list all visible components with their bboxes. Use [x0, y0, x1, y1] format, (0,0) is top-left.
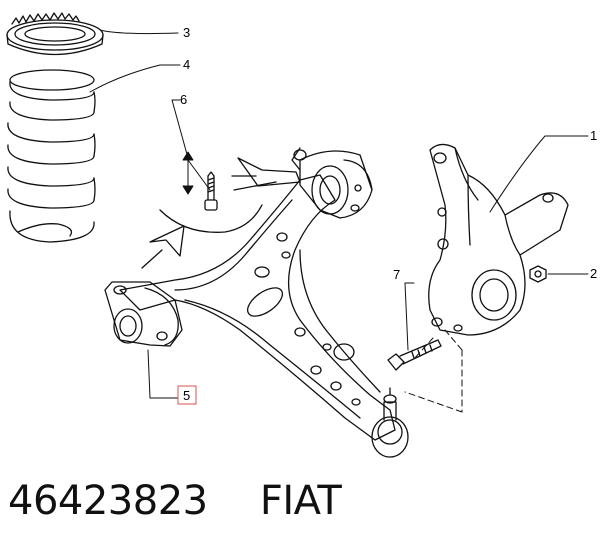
steering-knuckle-part-1 [428, 143, 569, 336]
callout-4: 4 [183, 57, 190, 72]
coil-spring-part [7, 69, 96, 243]
callout-1: 1 [590, 128, 597, 143]
front-bushing-part-5 [104, 281, 183, 347]
spring-seat-part [6, 12, 104, 56]
rear-bushing [299, 150, 373, 219]
callout-3: 3 [183, 25, 190, 40]
suspension-exploded-diagram: 3 4 6 1 2 7 5 [6, 12, 597, 458]
detail-arrows [141, 157, 301, 269]
lower-control-arm [119, 147, 396, 441]
ball-joint [371, 387, 409, 458]
callout-6: 6 [180, 92, 187, 107]
part-caption: 46423823 FIAT [8, 478, 342, 524]
bolt-part-7 [387, 339, 442, 371]
nut-part-2 [529, 265, 547, 283]
part-number: 46423823 [8, 478, 208, 524]
callout-5-highlight [177, 385, 197, 405]
bolt-part-6 [204, 171, 218, 211]
callout-5: 5 [183, 388, 190, 403]
callout-7: 7 [393, 267, 400, 282]
assembly-guide-lines [404, 329, 463, 413]
callout-leaders [89, 29, 589, 399]
brand-name: FIAT [259, 478, 342, 524]
callout-2: 2 [590, 266, 597, 281]
